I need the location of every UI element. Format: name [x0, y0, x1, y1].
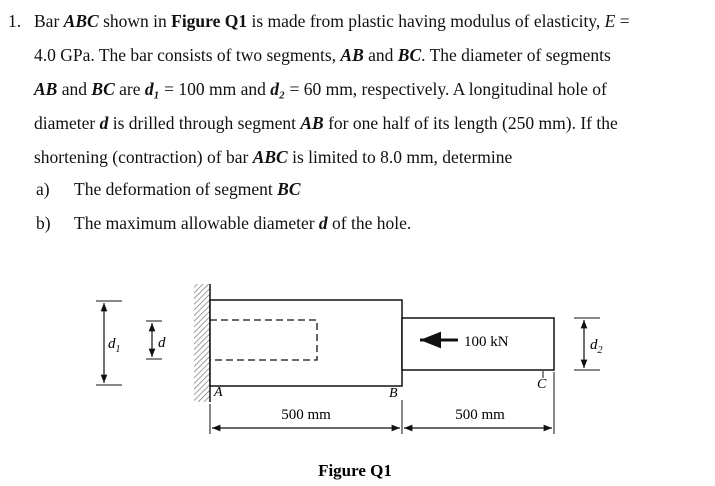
- problem-line-1: Bar ABC shown in Figure Q1 is made from …: [34, 11, 630, 31]
- subpart-a-text: The deformation of segment BC: [74, 179, 301, 199]
- problem-number: 1.: [8, 11, 22, 31]
- d2-label: d2: [590, 337, 603, 356]
- point-c-label: C: [537, 377, 547, 392]
- subpart-a-label: a): [36, 179, 50, 199]
- subpart-b-text: The maximum allowable diameter d of the …: [74, 213, 412, 233]
- figure-caption: Figure Q1: [318, 461, 392, 480]
- hole-outline: [210, 319, 318, 361]
- fixed-wall: [194, 284, 210, 402]
- point-a-label: A: [213, 385, 223, 400]
- problem-line-3: AB and BC are d₁ = 100 mm and d₂ = 60 mm…: [34, 79, 607, 99]
- problem-line-2: 4.0 GPa. The bar consists of two segment…: [34, 45, 611, 65]
- d-label: d: [158, 335, 166, 351]
- problem-line-4: diameter d is drilled through segment AB…: [34, 113, 618, 133]
- segment-ab: [209, 299, 403, 387]
- subpart-b-label: b): [36, 213, 51, 233]
- d1-label: d1: [108, 336, 121, 355]
- problem-line-5: shortening (contraction) of bar ABC is l…: [34, 147, 513, 167]
- dim-ab-label: 500 mm: [281, 407, 331, 423]
- dim-bc-label: 500 mm: [455, 407, 505, 423]
- point-b-label: B: [389, 386, 398, 401]
- load-label: 100 kN: [464, 334, 509, 350]
